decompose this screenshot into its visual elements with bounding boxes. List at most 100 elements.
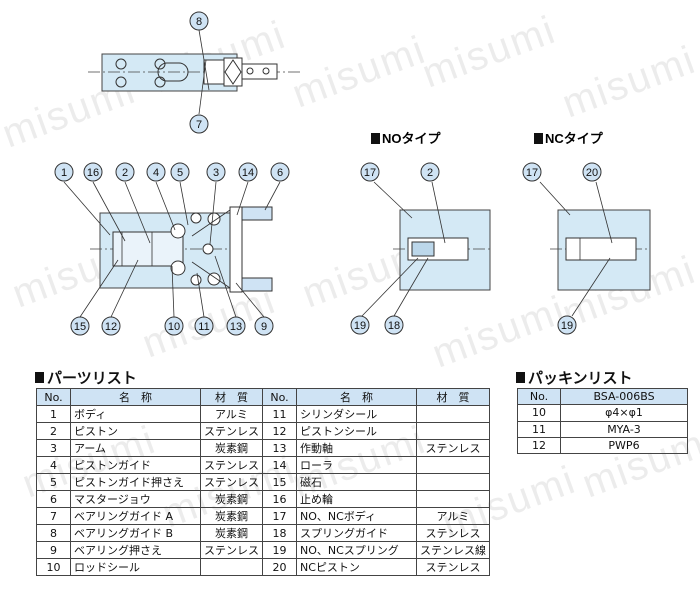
nc-type-title: NCタイプ <box>545 131 604 146</box>
svg-text:18: 18 <box>388 320 400 332</box>
svg-text:3: 3 <box>213 167 219 179</box>
svg-text:5: 5 <box>177 167 183 179</box>
part-no: 9 <box>36 541 71 559</box>
label-no-19: 19 <box>350 315 370 335</box>
part-material: ステンレス <box>200 473 263 491</box>
label-nc-17: 17 <box>522 162 542 182</box>
packing-no: 10 <box>517 404 561 422</box>
part-name: 磁石 <box>296 473 417 491</box>
part-name: アーム <box>70 439 201 457</box>
label-2: 2 <box>115 162 135 182</box>
svg-text:11: 11 <box>198 321 209 333</box>
label-nc-20: 20 <box>582 162 602 182</box>
part-name: ベアリングガイド B <box>70 524 201 542</box>
part-no: 2 <box>36 422 71 440</box>
label-10: 10 <box>164 316 184 336</box>
label-7: 7 <box>189 114 209 134</box>
part-name: マスタージョウ <box>70 490 201 508</box>
part-name: 作動軸 <box>296 439 417 457</box>
part-name: スプリングガイド <box>296 524 417 542</box>
part-name: ピストン <box>70 422 201 440</box>
label-5: 5 <box>170 162 190 182</box>
top-view <box>88 29 300 115</box>
label-4: 4 <box>146 162 166 182</box>
part-name: ボディ <box>70 405 201 423</box>
part-no: 20 <box>262 558 297 576</box>
part-name: シリンダシール <box>296 405 417 423</box>
part-material <box>200 558 263 576</box>
part-material <box>416 473 490 491</box>
svg-text:2: 2 <box>427 167 433 179</box>
part-no: 4 <box>36 456 71 474</box>
svg-text:19: 19 <box>561 320 573 332</box>
part-name: NCピストン <box>296 558 417 576</box>
label-13: 13 <box>226 316 246 336</box>
svg-text:15: 15 <box>74 321 86 333</box>
packing-header-no: No. <box>517 387 561 406</box>
packing-model: PWP6 <box>560 436 688 455</box>
label-15: 15 <box>70 316 90 336</box>
part-no: 11 <box>262 405 297 423</box>
part-material <box>416 405 490 423</box>
part-no: 6 <box>36 490 71 508</box>
svg-text:2: 2 <box>122 167 128 179</box>
svg-text:9: 9 <box>261 321 267 333</box>
part-material <box>416 456 490 474</box>
no-type-title: NOタイプ <box>382 131 442 146</box>
svg-text:8: 8 <box>196 16 202 28</box>
svg-text:6: 6 <box>277 167 283 179</box>
part-no: 16 <box>262 490 297 508</box>
svg-text:1: 1 <box>61 167 67 179</box>
svg-text:13: 13 <box>230 321 242 333</box>
label-6: 6 <box>270 162 290 182</box>
header-name: 名 称 <box>70 388 201 406</box>
svg-text:17: 17 <box>526 167 538 179</box>
part-no: 13 <box>262 439 297 457</box>
main-section <box>63 181 281 318</box>
part-no: 10 <box>36 558 71 576</box>
label-9: 9 <box>254 316 274 336</box>
part-no: 14 <box>262 456 297 474</box>
part-no: 18 <box>262 524 297 542</box>
part-material: ステンレス <box>200 541 263 559</box>
nc-type-section <box>539 181 651 317</box>
svg-text:14: 14 <box>242 167 254 179</box>
part-no: 7 <box>36 507 71 525</box>
part-name: 止め輪 <box>296 490 417 508</box>
svg-text:19: 19 <box>354 320 366 332</box>
svg-text:20: 20 <box>586 167 598 179</box>
part-name: ロッドシール <box>70 558 201 576</box>
part-material: ステンレス <box>416 524 490 542</box>
part-material: 炭素鋼 <box>200 490 263 508</box>
svg-text:16: 16 <box>87 167 99 179</box>
header-material: 材 質 <box>200 388 263 406</box>
label-8: 8 <box>189 11 209 31</box>
part-material: 炭素鋼 <box>200 439 263 457</box>
part-material: ステンレス <box>416 439 490 457</box>
part-material: ステンレス <box>200 456 263 474</box>
svg-text:17: 17 <box>364 167 376 179</box>
parts-list-title: パーツリスト <box>35 367 137 388</box>
packing-list-title: パッキンリスト <box>516 367 633 388</box>
part-no: 3 <box>36 439 71 457</box>
part-no: 12 <box>262 422 297 440</box>
packing-no: 12 <box>517 436 561 455</box>
packing-model: φ4×φ1 <box>560 404 688 422</box>
part-no: 17 <box>262 507 297 525</box>
label-nc-19: 19 <box>557 315 577 335</box>
packing-no: 11 <box>517 420 561 438</box>
part-material <box>416 490 490 508</box>
part-no: 1 <box>36 405 71 423</box>
part-name: ピストンガイド <box>70 456 201 474</box>
packing-model: MYA-3 <box>560 420 688 438</box>
label-14: 14 <box>238 162 258 182</box>
label-1: 1 <box>54 162 74 182</box>
